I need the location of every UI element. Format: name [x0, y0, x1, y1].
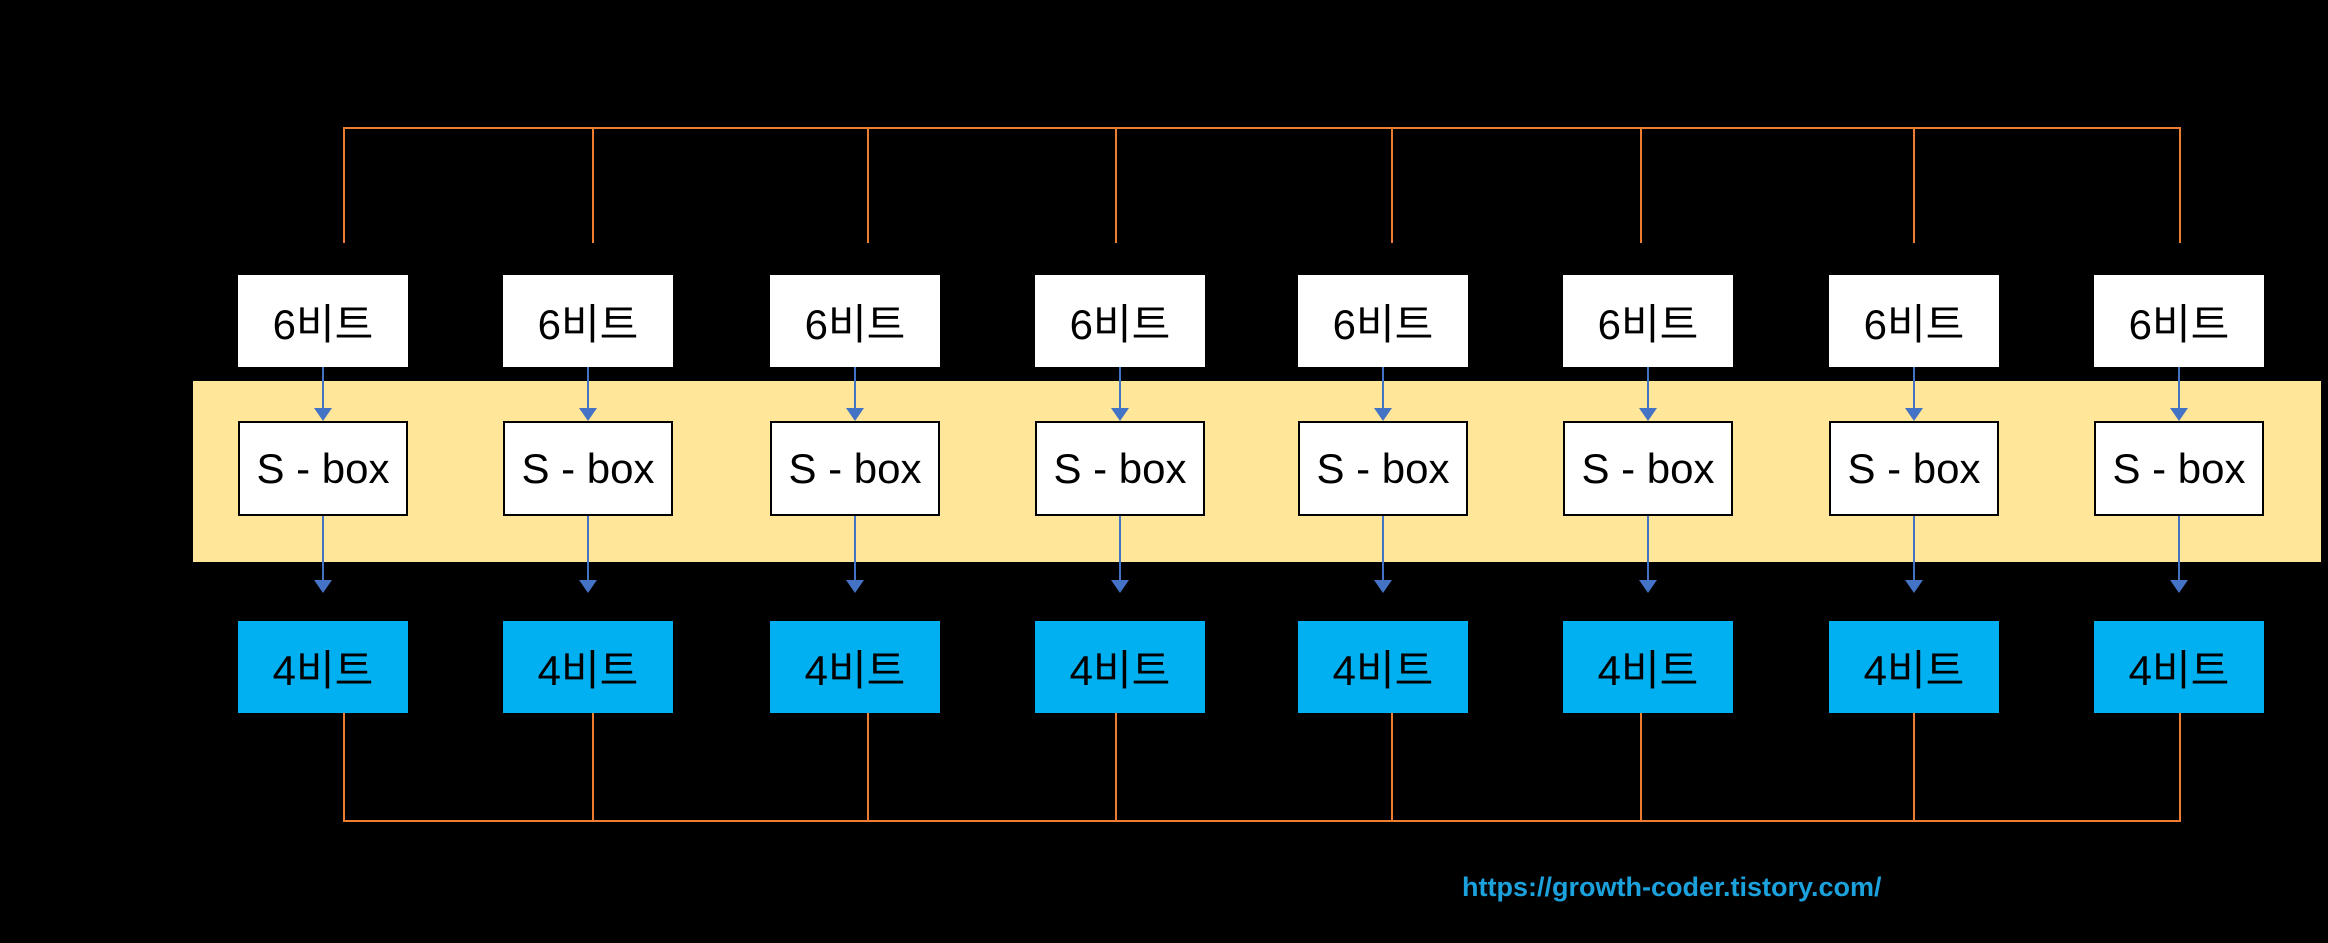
arrow-head: [314, 580, 332, 593]
input-bits-box: 6비트: [2094, 275, 2264, 367]
output-bits-box: 4비트: [770, 621, 940, 713]
arrow-head: [846, 408, 864, 421]
input-branch-line: [1640, 127, 1642, 243]
sbox-column-6: 6비트 S - box 4비트: [1563, 0, 1733, 943]
input-branch-line: [867, 127, 869, 243]
sbox-column-7: 6비트 S - box 4비트: [1829, 0, 1999, 943]
arrow-shaft: [1119, 516, 1121, 580]
arrow-shaft: [322, 516, 324, 580]
arrow-shaft: [1913, 367, 1915, 408]
sbox-box: S - box: [503, 421, 673, 516]
output-bits-box: 4비트: [2094, 621, 2264, 713]
arrow-shaft: [1382, 516, 1384, 580]
sbox-box: S - box: [1563, 421, 1733, 516]
arrow-head: [1639, 408, 1657, 421]
arrow-down-icon: [1563, 516, 1733, 593]
input-bits-box: 6비트: [1298, 275, 1468, 367]
arrow-head: [1905, 408, 1923, 421]
output-branch-line: [343, 713, 345, 820]
arrow-shaft: [1647, 367, 1649, 408]
arrow-shaft: [854, 367, 856, 408]
output-bits-box: 4비트: [1035, 621, 1205, 713]
arrow-down-icon: [238, 516, 408, 593]
arrow-head: [579, 580, 597, 593]
input-bits-box: 6비트: [1035, 275, 1205, 367]
output-bits-box: 4비트: [503, 621, 673, 713]
sbox-box: S - box: [1829, 421, 1999, 516]
output-branch-line: [867, 713, 869, 820]
arrow-down-icon: [1035, 367, 1205, 421]
sbox-box: S - box: [238, 421, 408, 516]
arrow-down-icon: [1829, 516, 1999, 593]
arrow-down-icon: [2094, 516, 2264, 593]
output-bits-box: 4비트: [238, 621, 408, 713]
input-branch-line: [592, 127, 594, 243]
arrow-down-icon: [1563, 367, 1733, 421]
arrow-shaft: [854, 516, 856, 580]
arrow-shaft: [2178, 367, 2180, 408]
arrow-shaft: [322, 367, 324, 408]
arrow-head: [1111, 408, 1129, 421]
sbox-box: S - box: [770, 421, 940, 516]
input-bus-line: [343, 127, 2181, 129]
sbox-box: S - box: [1035, 421, 1205, 516]
sbox-column-2: 6비트 S - box 4비트: [503, 0, 673, 943]
input-bits-box: 6비트: [770, 275, 940, 367]
arrow-down-icon: [238, 367, 408, 421]
arrow-down-icon: [1298, 516, 1468, 593]
arrow-shaft: [1382, 367, 1384, 408]
arrow-shaft: [2178, 516, 2180, 580]
arrow-down-icon: [503, 367, 673, 421]
arrow-head: [314, 408, 332, 421]
sbox-column-3: 6비트 S - box 4비트: [770, 0, 940, 943]
output-bits-box: 4비트: [1298, 621, 1468, 713]
arrow-head: [1905, 580, 1923, 593]
arrow-head: [2170, 408, 2188, 421]
arrow-head: [2170, 580, 2188, 593]
output-branch-line: [592, 713, 594, 820]
sbox-column-4: 6비트 S - box 4비트: [1035, 0, 1205, 943]
input-branch-line: [1115, 127, 1117, 243]
output-bits-box: 4비트: [1563, 621, 1733, 713]
arrow-down-icon: [2094, 367, 2264, 421]
arrow-head: [1639, 580, 1657, 593]
output-branch-line: [1640, 713, 1642, 820]
sbox-box: S - box: [1298, 421, 1468, 516]
input-branch-line: [1391, 127, 1393, 243]
arrow-down-icon: [503, 516, 673, 593]
input-bits-box: 6비트: [238, 275, 408, 367]
arrow-shaft: [1119, 367, 1121, 408]
arrow-head: [579, 408, 597, 421]
input-bits-box: 6비트: [1563, 275, 1733, 367]
arrow-shaft: [587, 367, 589, 408]
output-bus-line: [343, 820, 2181, 822]
arrow-down-icon: [1035, 516, 1205, 593]
sbox-box: S - box: [2094, 421, 2264, 516]
input-bits-box: 6비트: [503, 275, 673, 367]
output-branch-line: [2179, 713, 2181, 820]
output-branch-line: [1115, 713, 1117, 820]
arrow-shaft: [587, 516, 589, 580]
arrow-shaft: [1913, 516, 1915, 580]
input-branch-line: [2179, 127, 2181, 243]
output-bits-box: 4비트: [1829, 621, 1999, 713]
sbox-column-1: 6비트 S - box 4비트: [238, 0, 408, 943]
output-branch-line: [1391, 713, 1393, 820]
output-branch-line: [1913, 713, 1915, 820]
arrow-down-icon: [1829, 367, 1999, 421]
arrow-head: [1374, 580, 1392, 593]
arrow-head: [846, 580, 864, 593]
arrow-down-icon: [1298, 367, 1468, 421]
input-branch-line: [343, 127, 345, 243]
sbox-column-5: 6비트 S - box 4비트: [1298, 0, 1468, 943]
arrow-down-icon: [770, 367, 940, 421]
arrow-down-icon: [770, 516, 940, 593]
source-url-text: https://growth-coder.tistory.com/: [1462, 872, 1882, 902]
input-branch-line: [1913, 127, 1915, 243]
arrow-head: [1111, 580, 1129, 593]
input-bits-box: 6비트: [1829, 275, 1999, 367]
sbox-column-8: 6비트 S - box 4비트: [2094, 0, 2264, 943]
arrow-shaft: [1647, 516, 1649, 580]
arrow-head: [1374, 408, 1392, 421]
